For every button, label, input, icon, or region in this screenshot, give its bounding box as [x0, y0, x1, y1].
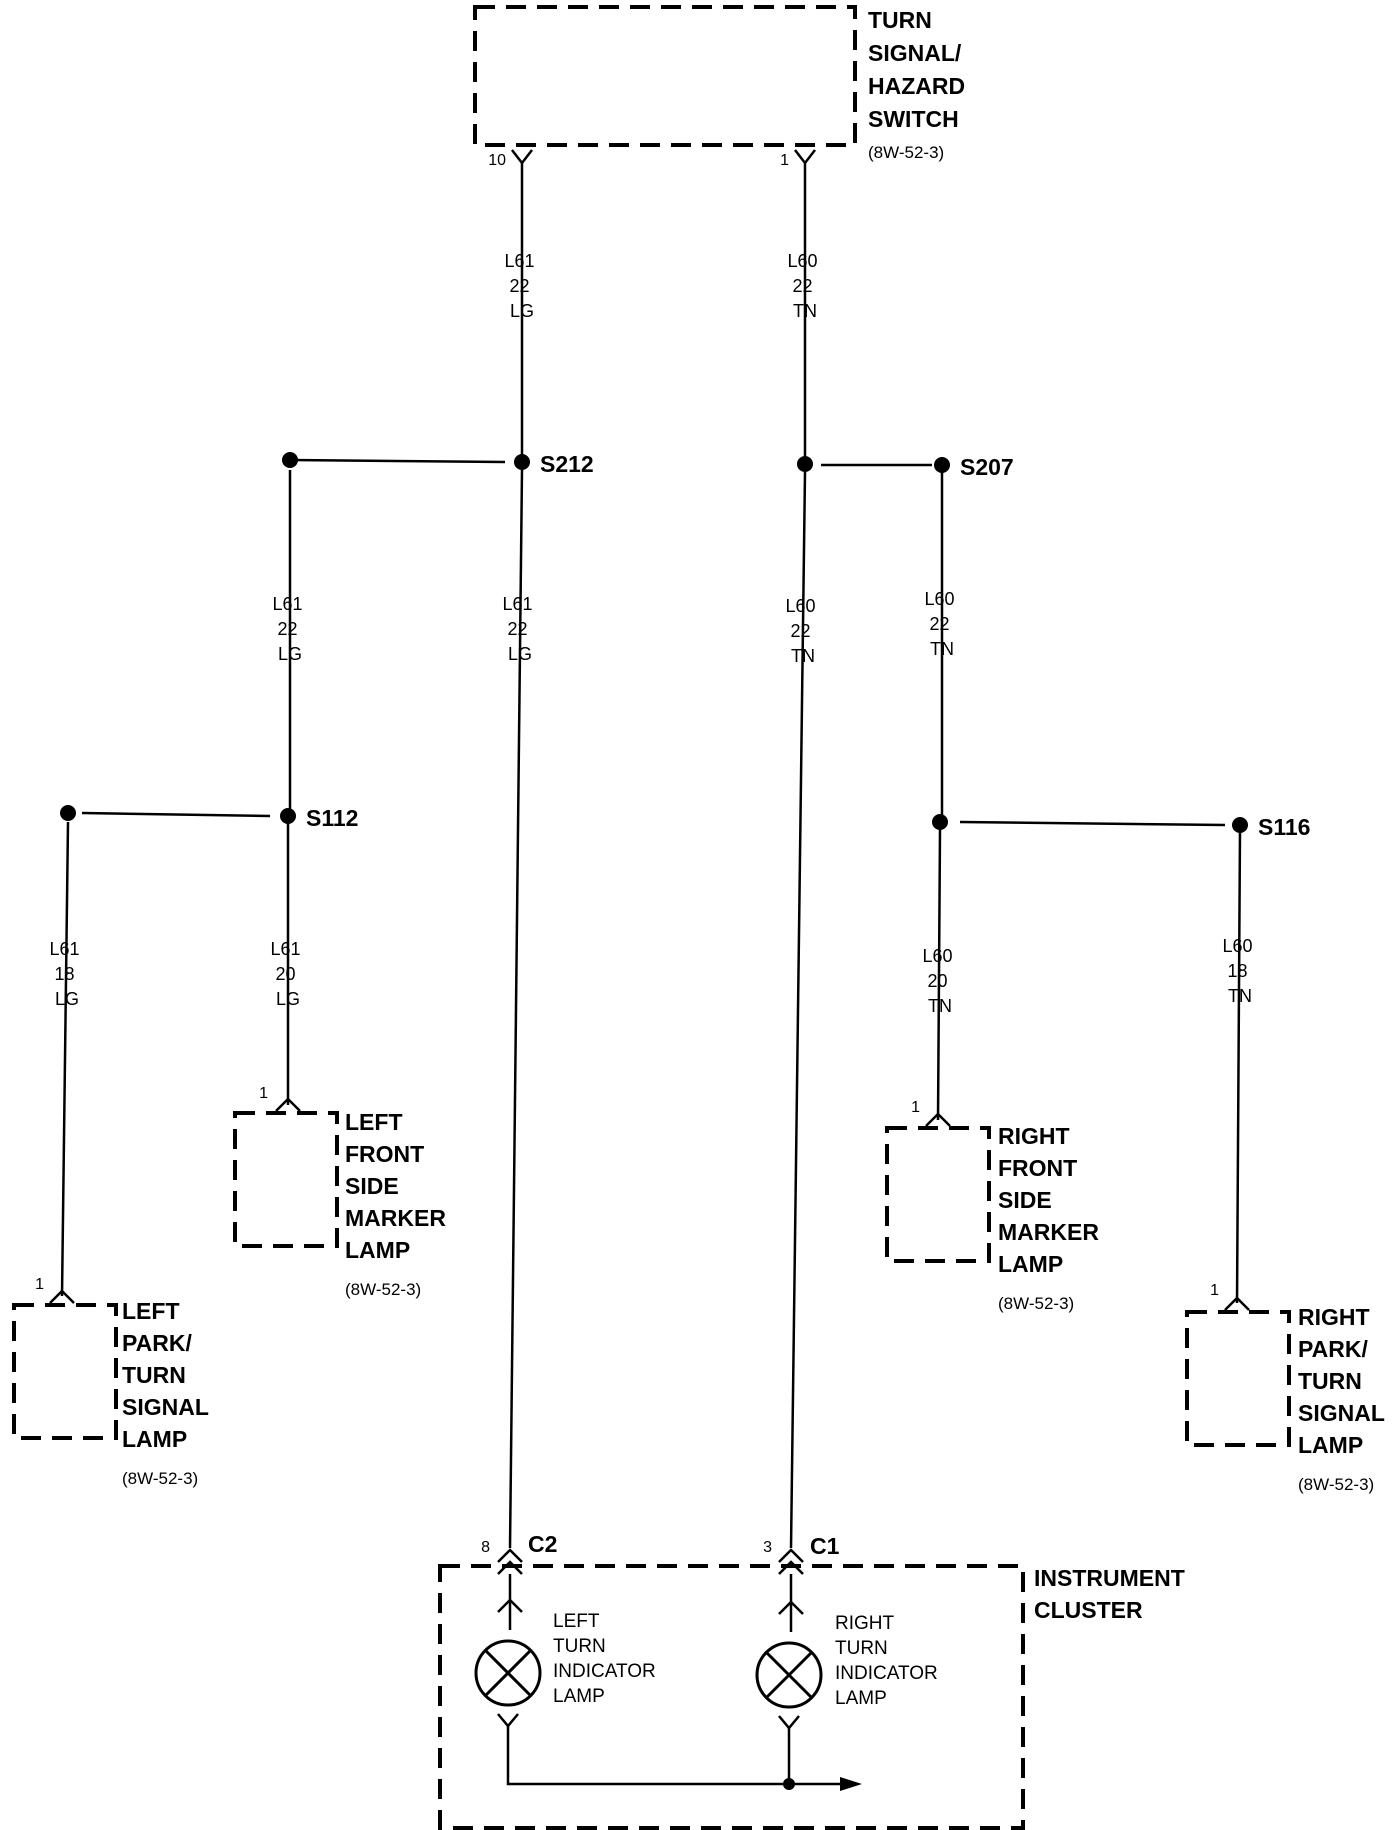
pin-right-park: 1: [1210, 1282, 1219, 1299]
left-park-connector-symbol: [49, 1289, 75, 1304]
cluster-left-lower-caret: [497, 1598, 523, 1613]
splice-dot-s207: [934, 457, 950, 473]
splice-dot-s116: [1232, 817, 1248, 833]
wire-l60-to-c1: [789, 471, 807, 1549]
splice-dot-s112: [280, 808, 296, 824]
cluster-junction-dot: [783, 1778, 795, 1790]
right-park-turn-signal-lamp-box: [1185, 1310, 1291, 1447]
pin-switch-1: 1: [780, 152, 789, 169]
wire-label-s112-right: L61 20 LG: [270, 939, 305, 1009]
wire-label-switch-l61: L61 22 LG: [504, 251, 539, 321]
wire-label-s116-left: L60 20 TN: [922, 946, 957, 1016]
left-front-side-marker-ref: (8W-52-3): [345, 1280, 421, 1299]
splice-dot-s116-left: [932, 814, 948, 830]
wire-s116-branch: [959, 820, 1226, 827]
wire-label-s207-right: L60 22 TN: [924, 589, 959, 659]
turn-signal-hazard-switch-box: [473, 5, 857, 147]
pin-right-front-marker: 1: [911, 1099, 920, 1116]
right-park-connector-symbol: [1224, 1296, 1250, 1311]
pin-left-front-marker: 1: [259, 1085, 268, 1102]
right-front-side-marker-label: RIGHT FRONT SIDE MARKER LAMP: [998, 1123, 1105, 1277]
wire-l61-to-c2: [508, 469, 524, 1549]
splice-label-s207: S207: [960, 454, 1014, 480]
instrument-cluster-box: [438, 1564, 1025, 1830]
cluster-right-out-caret: [778, 1715, 800, 1730]
wire-label-switch-l60: L60 22 TN: [787, 251, 822, 321]
cluster-wire-left-out: [506, 1726, 845, 1786]
right-park-turn-label: RIGHT PARK/ TURN SIGNAL LAMP: [1298, 1304, 1391, 1458]
wire-label-s207-left: L60 22 TN: [785, 596, 820, 666]
left-front-side-marker-lamp-box: [233, 1111, 339, 1248]
splice-dot-s212-left: [282, 452, 298, 468]
pin-cluster-8: 8: [481, 1539, 490, 1556]
wire-label-s212-left: L61 22 LG: [272, 594, 307, 664]
splice-dot-s212: [514, 454, 530, 470]
switch-connector-10-symbol: [511, 149, 533, 166]
wire-label-s116-right: L60 18 TN: [1222, 936, 1257, 1006]
right-front-side-marker-lamp-box: [885, 1126, 991, 1263]
instrument-cluster-label: INSTRUMENT CLUSTER: [1034, 1565, 1191, 1623]
connector-c2-label: C2: [528, 1531, 557, 1557]
left-park-turn-signal-lamp-box: [12, 1303, 118, 1440]
left-turn-indicator-lamp-icon: [474, 1639, 542, 1707]
wire-l60-to-right-marker: [936, 829, 942, 1121]
turn-signal-switch-ref: (8W-52-3): [868, 143, 944, 162]
left-park-turn-ref: (8W-52-3): [122, 1469, 198, 1488]
switch-connector-1-symbol: [794, 149, 816, 166]
cluster-right-lower-caret: [778, 1600, 804, 1615]
wire-s212-branch: [289, 458, 506, 464]
right-turn-indicator-lamp-icon: [755, 1641, 823, 1709]
left-marker-connector-symbol: [275, 1097, 301, 1112]
cluster-ground-arrow-icon: [840, 1777, 862, 1791]
left-park-turn-label: LEFT PARK/ TURN SIGNAL LAMP: [122, 1298, 215, 1452]
splice-label-s112: S112: [306, 805, 358, 831]
left-turn-indicator-label: LEFT TURN INDICATOR LAMP: [553, 1611, 661, 1707]
turn-signal-switch-label: TURN SIGNAL/ HAZARD SWITCH: [868, 7, 972, 132]
wire-s112-branch: [81, 811, 271, 818]
pin-cluster-3: 3: [763, 1539, 772, 1556]
wire-label-s212-down: L61 22 LG: [502, 594, 537, 664]
connector-c1-label: C1: [810, 1533, 840, 1559]
wire-label-s112-left: L61 18 LG: [49, 939, 84, 1009]
splice-dot-s207-left: [797, 456, 813, 472]
pin-switch-10: 10: [488, 152, 506, 169]
cluster-left-out-caret: [497, 1713, 519, 1728]
cluster-c2-connector-symbol: [497, 1548, 523, 1575]
wire-l61-to-left-park: [60, 821, 70, 1297]
splice-label-s116: S116: [1258, 814, 1310, 840]
cluster-c1-connector-symbol: [778, 1548, 804, 1575]
splice-label-s212: S212: [540, 451, 594, 477]
pin-left-park: 1: [35, 1276, 44, 1293]
right-front-side-marker-ref: (8W-52-3): [998, 1294, 1074, 1313]
right-park-turn-ref: (8W-52-3): [1298, 1475, 1374, 1494]
left-front-side-marker-label: LEFT FRONT SIDE MARKER LAMP: [345, 1109, 452, 1263]
right-turn-indicator-label: RIGHT TURN INDICATOR LAMP: [835, 1613, 943, 1709]
wire-l60-to-right-park: [1235, 829, 1242, 1304]
splice-dot-s112-left: [60, 805, 76, 821]
right-marker-connector-symbol: [925, 1112, 951, 1127]
